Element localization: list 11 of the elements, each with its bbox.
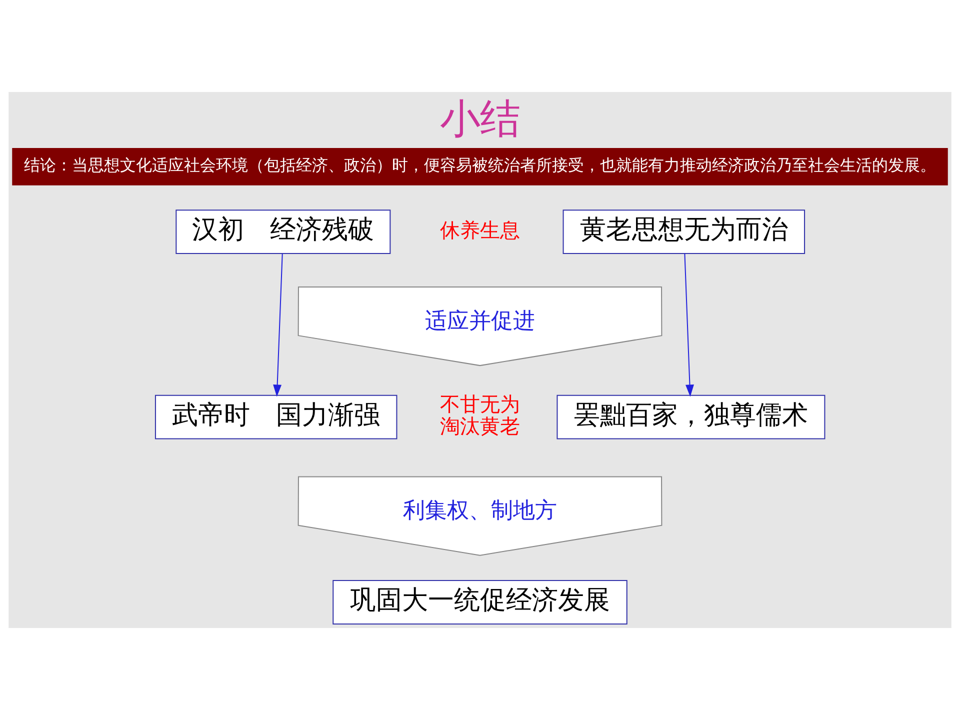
label: 不甘无为淘汰黄老 xyxy=(440,392,520,438)
node-box: 罢黜百家，独尊儒术 xyxy=(556,394,826,440)
arrow xyxy=(684,254,694,397)
node-box: 巩固大一统促经济发展 xyxy=(332,580,628,624)
label: 休养生息 xyxy=(440,218,520,242)
arrow xyxy=(273,254,283,397)
node-box: 武帝时 国力渐强 xyxy=(154,394,398,440)
node-box: 结论：当思想文化适应社会环境（包括经济、政治）时，便容易被统治者所接受，也就能有力推动经济政治乃至社会生活的发展。 xyxy=(12,148,948,186)
diagram-title: 小结 xyxy=(440,95,520,142)
node-box: 汉初 经济残破 xyxy=(176,210,391,254)
node-box: 黄老思想无为而治 xyxy=(562,210,806,254)
